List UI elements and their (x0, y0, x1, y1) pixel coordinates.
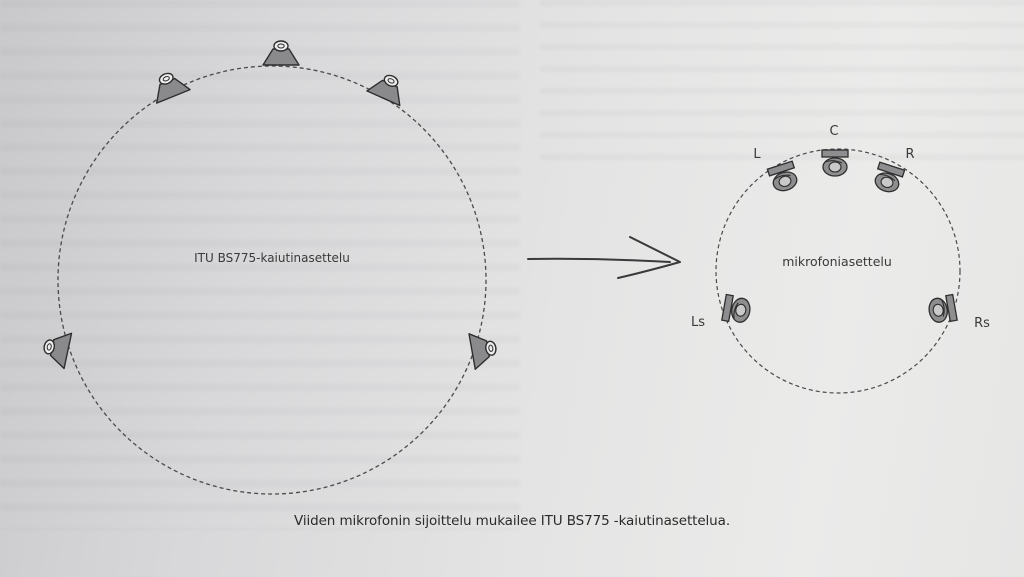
channel-label-left: L (753, 147, 761, 162)
figure-caption: Viiden mikrofonin sijoittelu mukailee IT… (293, 513, 731, 529)
mic-layout-circle (715, 148, 961, 394)
left-surround-speaker-icon (39, 327, 73, 370)
speaker-layout-label: ITU BS775-kaiutinasettelu (194, 251, 350, 265)
show-through-texture-left (0, 0, 520, 530)
right-mic-icon (871, 161, 906, 196)
channel-label-left-surround: Ls (691, 315, 705, 330)
left-mic-icon (766, 160, 801, 195)
transform-arrow (527, 236, 681, 279)
center-speaker-icon (262, 40, 300, 66)
left-surround-mic-icon (721, 293, 753, 326)
mic-layout-label: mikrofoniasettelu (782, 254, 892, 269)
right-speaker-icon (366, 68, 411, 107)
center-mic-icon (821, 149, 849, 177)
channel-label-right: R (905, 147, 914, 162)
show-through-texture-right (540, 0, 1024, 170)
left-speaker-icon (146, 66, 191, 104)
channel-label-right-surround: Rs (974, 316, 990, 331)
channel-label-center: C (829, 124, 838, 139)
right-surround-mic-icon (926, 293, 958, 326)
speaker-layout-circle (57, 65, 487, 495)
right-surround-speaker-icon (468, 328, 500, 370)
